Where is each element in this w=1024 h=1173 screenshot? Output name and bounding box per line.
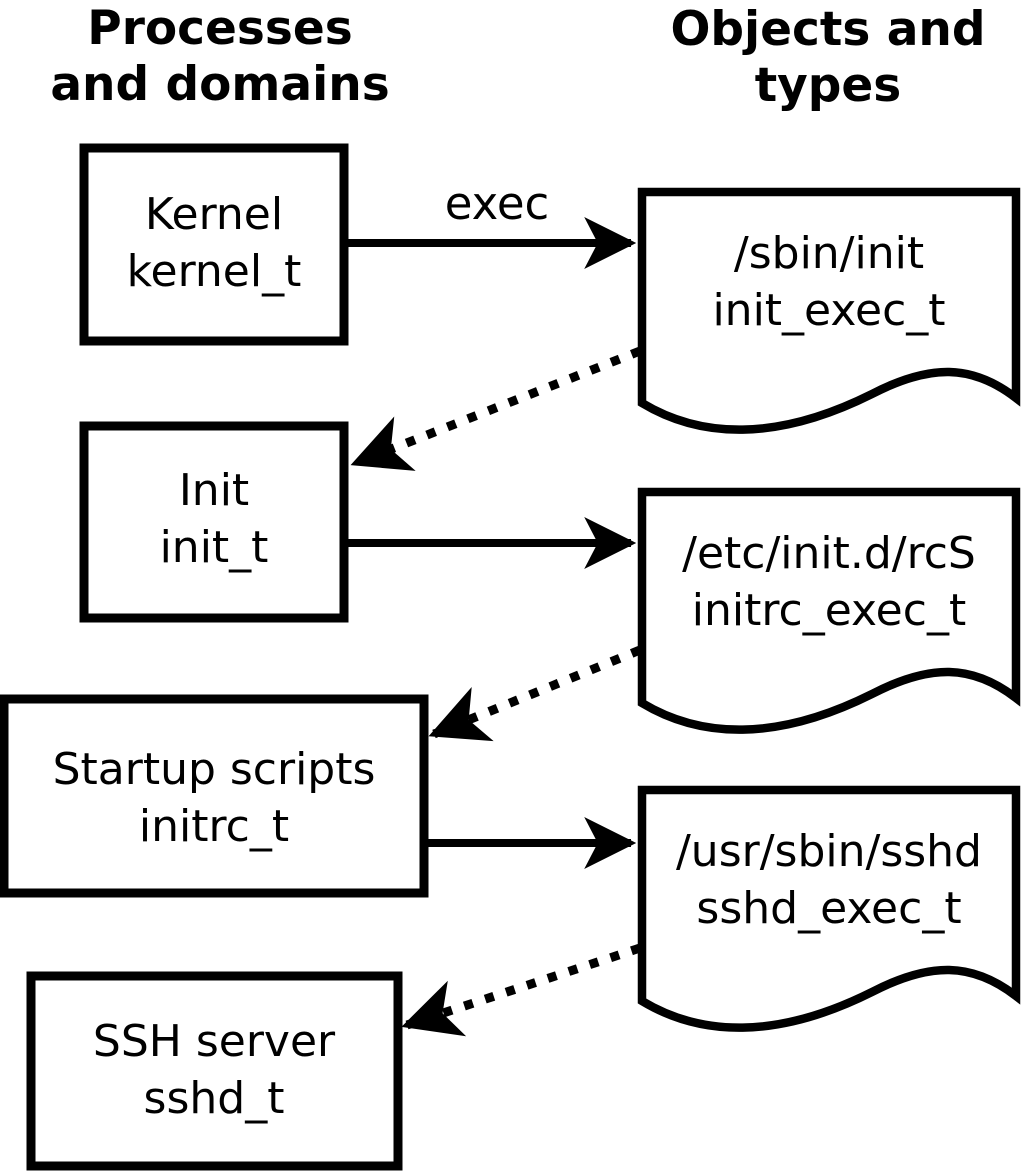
objects-column-header-line1: Objects and (670, 2, 985, 57)
ssh-server-box-domain: sshd_t (144, 1073, 285, 1124)
processes-column-header-line2: and domains (50, 57, 389, 112)
usr-sbin-sshd-document-type: sshd_exec_t (696, 883, 961, 934)
object-node-sbin-init: /sbin/init init_exec_t (637, 187, 1021, 434)
kernel-box-label: Kernel (145, 189, 283, 240)
object-node-usr-sbin-sshd: /usr/sbin/sshd sshd_exec_t (637, 785, 1021, 1032)
startup-scripts-box (0, 694, 429, 898)
init-box (79, 421, 349, 623)
process-node-ssh-server: SSH server sshd_t (26, 971, 403, 1171)
kernel-box-domain: kernel_t (127, 246, 302, 297)
usr-sbin-sshd-document (637, 785, 1021, 1032)
ssh-server-box (26, 971, 403, 1171)
process-node-init: Init init_t (79, 421, 349, 623)
etc-initd-rcs-document (637, 487, 1021, 734)
transition-arrow-init-exec-to-init-t (350, 346, 642, 471)
ssh-server-box-label: SSH server (93, 1016, 336, 1067)
startup-scripts-box-domain: initrc_t (139, 801, 289, 852)
processes-column-header-line1: Processes (87, 1, 352, 56)
etc-initd-rcs-document-path: /etc/init.d/rcS (682, 528, 976, 579)
startup-scripts-box-label: Startup scripts (53, 744, 376, 795)
exec-arrow-label: exec (445, 177, 550, 230)
transition-arrow-initrc-exec-to-initrc-t (428, 645, 642, 742)
sbin-init-document (637, 187, 1021, 434)
transition-arrow-sshd-exec-to-sshd-t (401, 943, 642, 1037)
etc-initd-rcs-document-type: initrc_exec_t (692, 585, 966, 636)
usr-sbin-sshd-document-path: /usr/sbin/sshd (676, 826, 982, 877)
objects-column-header-line2: types (755, 58, 902, 113)
process-node-kernel: Kernel kernel_t (79, 143, 349, 346)
kernel-box (79, 143, 349, 346)
sbin-init-document-type: init_exec_t (712, 285, 945, 336)
sbin-init-document-path: /sbin/init (734, 228, 924, 279)
object-node-etc-initd-rcs: /etc/init.d/rcS initrc_exec_t (637, 487, 1021, 734)
init-box-label: Init (179, 465, 249, 516)
process-node-startup-scripts: Startup scripts initrc_t (0, 694, 429, 898)
init-box-domain: init_t (160, 522, 269, 573)
